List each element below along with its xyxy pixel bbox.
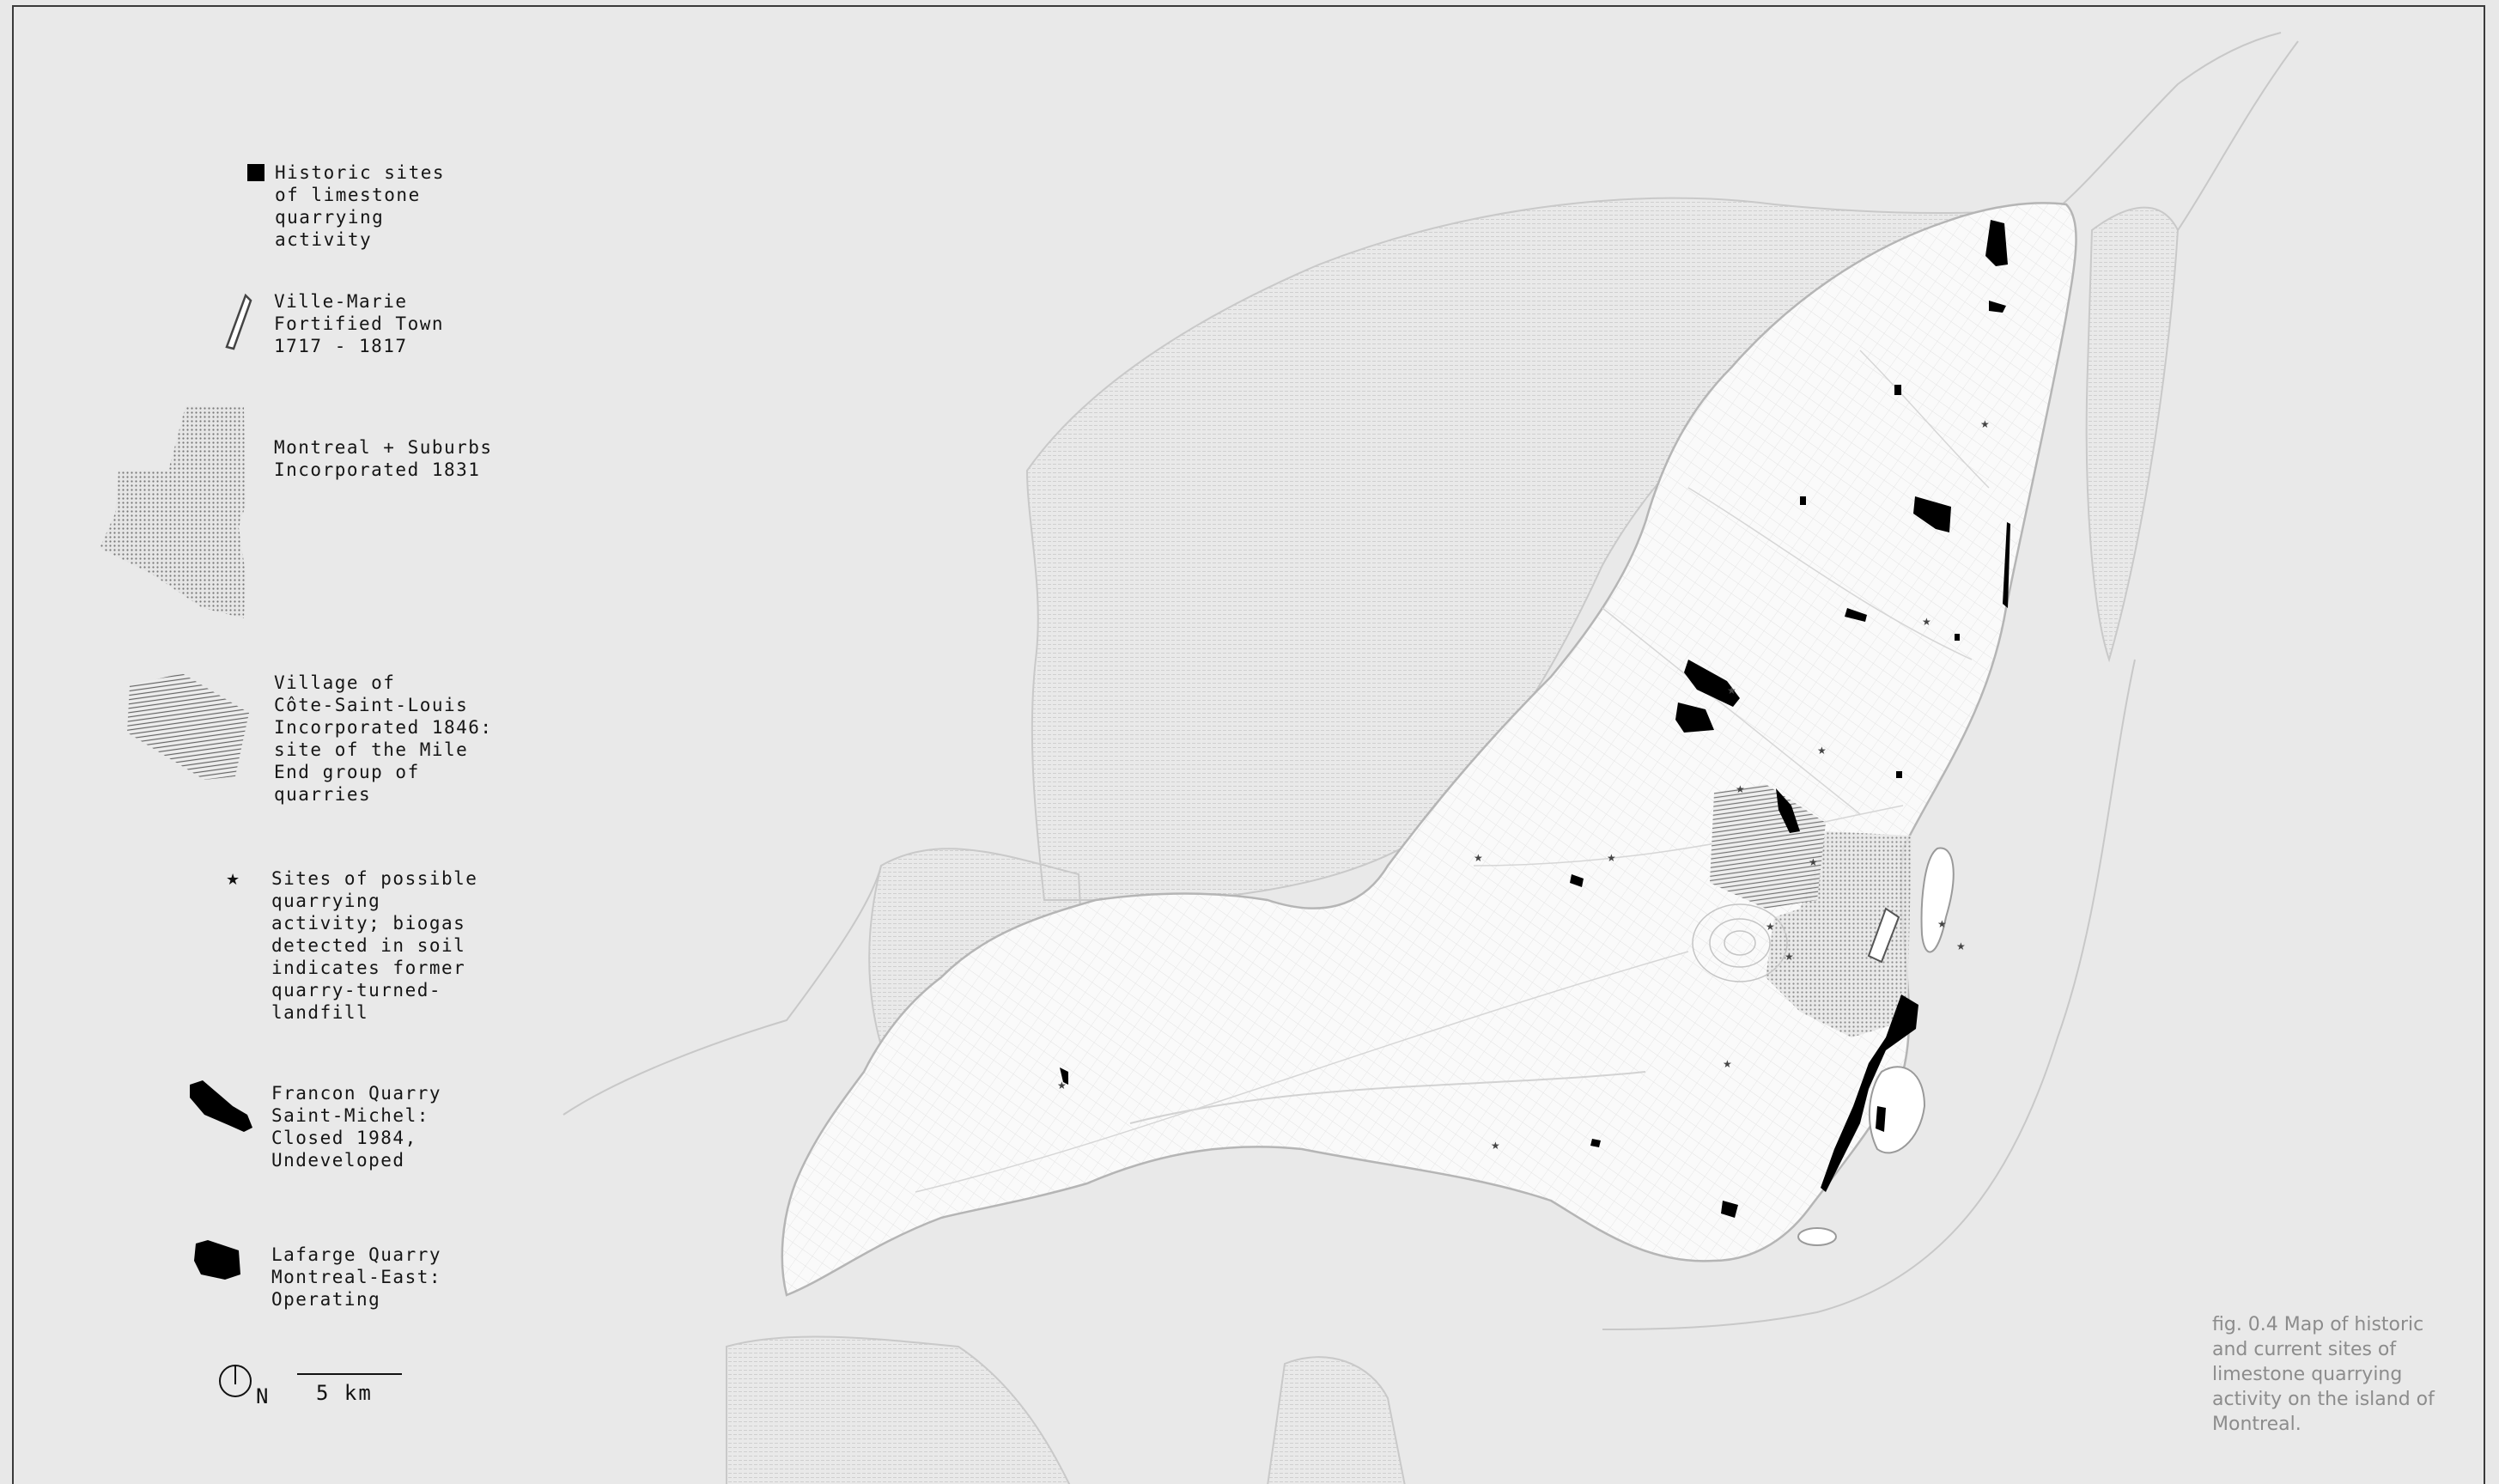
south-shore-mid <box>1267 1356 1406 1484</box>
lafarge-swatch <box>194 1240 240 1280</box>
svg-text:★: ★ <box>1727 684 1736 696</box>
possible-site-star-swatch: ★ <box>226 871 240 889</box>
legend-ville-marie: Ville-Marie Fortified Town 1717 - 1817 <box>274 291 445 356</box>
island-map: ★ ★ ★ ★ ★ ★ ★ ★ ★ ★ ★ ★ ★ ★ ★ ★ <box>100 32 2299 1484</box>
svg-text:★: ★ <box>1474 852 1483 864</box>
possible-quarry-sites: ★ ★ ★ ★ ★ ★ ★ ★ ★ ★ ★ ★ ★ ★ ★ <box>1057 418 1990 1152</box>
suburbs-1831-area <box>1766 831 1912 1037</box>
svg-text:★: ★ <box>1956 940 1966 952</box>
francon-swatch <box>190 1080 252 1132</box>
figure-caption: fig. 0.4 Map of historic and current sit… <box>2212 1314 2435 1435</box>
legend-francon: Francon Quarry Saint-Michel: Closed 1984… <box>271 1083 442 1171</box>
svg-text:★: ★ <box>1785 951 1794 963</box>
legend-possible-sites: Sites of possible quarrying activity; bi… <box>271 868 478 1023</box>
svg-text:★: ★ <box>1817 745 1827 757</box>
cote-saint-louis-swatch <box>127 673 249 780</box>
svg-text:★: ★ <box>1922 616 1931 628</box>
legend-lafarge: Lafarge Quarry Montreal-East: Operating <box>271 1244 442 1310</box>
cote-saint-louis-area <box>1710 784 1826 909</box>
historic-quarry-sites <box>1060 220 2010 1218</box>
ville-marie-area <box>1867 907 1900 964</box>
east-river-edge <box>1602 40 2299 1330</box>
legend-montreal-suburbs: Montreal + Suburbs Incorporated 1831 <box>274 437 493 480</box>
svg-text:★: ★ <box>1937 918 1947 930</box>
west-river-edge <box>562 865 882 1116</box>
svg-text:★: ★ <box>1980 418 1990 430</box>
historic-sites-swatch <box>247 164 264 181</box>
south-shore-left <box>726 1335 1071 1484</box>
north-label: N <box>256 1384 271 1408</box>
scale-distance-label: 5 km <box>316 1381 373 1405</box>
svg-text:★: ★ <box>1057 1080 1067 1092</box>
svg-text:★: ★ <box>1723 1058 1732 1070</box>
svg-text:★: ★ <box>1809 856 1818 868</box>
suburbs-swatch <box>100 406 246 618</box>
ville-marie-swatch <box>225 293 252 350</box>
north-river-edge <box>2057 32 2282 210</box>
svg-text:★: ★ <box>1766 921 1775 933</box>
east-shore-islands <box>2085 206 2180 663</box>
svg-text:★: ★ <box>1736 783 1745 795</box>
legend-historic-sites: Historic sites of limestone quarrying ac… <box>275 162 446 250</box>
legend-cote-saint-louis: Village of Côte-Saint-Louis Incorporated… <box>274 672 493 805</box>
svg-text:★: ★ <box>1491 1140 1500 1152</box>
map-sheet: ★ ★ ★ ★ ★ ★ ★ ★ ★ ★ ★ ★ ★ ★ ★ ★ Historic sites … <box>12 5 2485 1484</box>
svg-text:★: ★ <box>1607 852 1616 864</box>
